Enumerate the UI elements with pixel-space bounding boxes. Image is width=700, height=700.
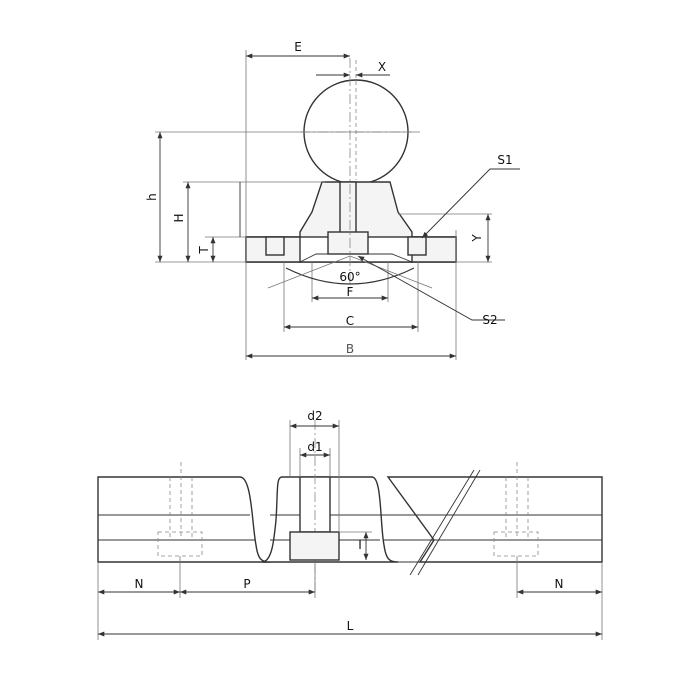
label-s1: S1: [497, 153, 512, 167]
label-p: P: [243, 577, 250, 591]
central-screw-head: [289, 531, 340, 561]
label-e: E: [294, 40, 302, 54]
label-d2: d2: [307, 409, 322, 423]
rail-outline: [97, 476, 271, 563]
side-view: d2 d1 I N P N L: [97, 409, 603, 640]
angle-ray-right: [349, 255, 433, 289]
label-y: Y: [470, 234, 484, 243]
hidden-nut-left: [157, 531, 203, 557]
rail-outline-right: [386, 476, 603, 563]
foot-shape: [299, 253, 413, 263]
label-x: X: [378, 60, 386, 74]
break-line-2: [417, 469, 481, 576]
break-line-1: [409, 469, 475, 576]
flange-hole-left: [265, 236, 285, 256]
angle-ray-left: [267, 255, 351, 289]
angle-arc: [285, 267, 415, 285]
label-h-small: h: [145, 193, 159, 201]
label-i: I: [358, 538, 362, 552]
flange-hole-right: [407, 236, 427, 256]
s1-leader: [421, 168, 520, 239]
label-H: H: [172, 213, 186, 222]
label-s2: S2: [482, 313, 497, 327]
center-screw-shaft: [339, 181, 357, 235]
label-b: B: [346, 342, 354, 356]
label-n-left: N: [135, 577, 144, 591]
label-f: F: [347, 285, 354, 299]
label-angle: 60°: [339, 270, 360, 284]
center-screw-head: [327, 231, 369, 255]
section-view: E X S1 h H T Y 60° F C S2 B: [145, 40, 520, 360]
label-n-right: N: [555, 577, 564, 591]
hidden-nut-right: [493, 531, 539, 557]
label-l: L: [347, 619, 354, 633]
s2-leader: [357, 255, 505, 321]
label-t: T: [197, 246, 211, 255]
label-d1: d1: [307, 440, 322, 454]
label-c: C: [346, 314, 354, 328]
